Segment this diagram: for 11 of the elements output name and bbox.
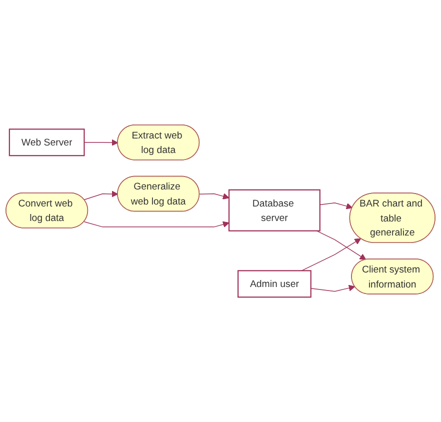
arrow	[199, 193, 230, 200]
arrow	[310, 284, 356, 292]
arrow	[301, 238, 362, 272]
node-box: Web Server	[8, 128, 85, 156]
arrow	[84, 221, 230, 228]
arrow	[320, 202, 353, 210]
arrow	[84, 190, 118, 200]
node-box: Database server	[228, 189, 320, 232]
arrow	[84, 139, 118, 146]
arrow	[316, 230, 366, 260]
node-box: Admin user	[237, 270, 312, 298]
